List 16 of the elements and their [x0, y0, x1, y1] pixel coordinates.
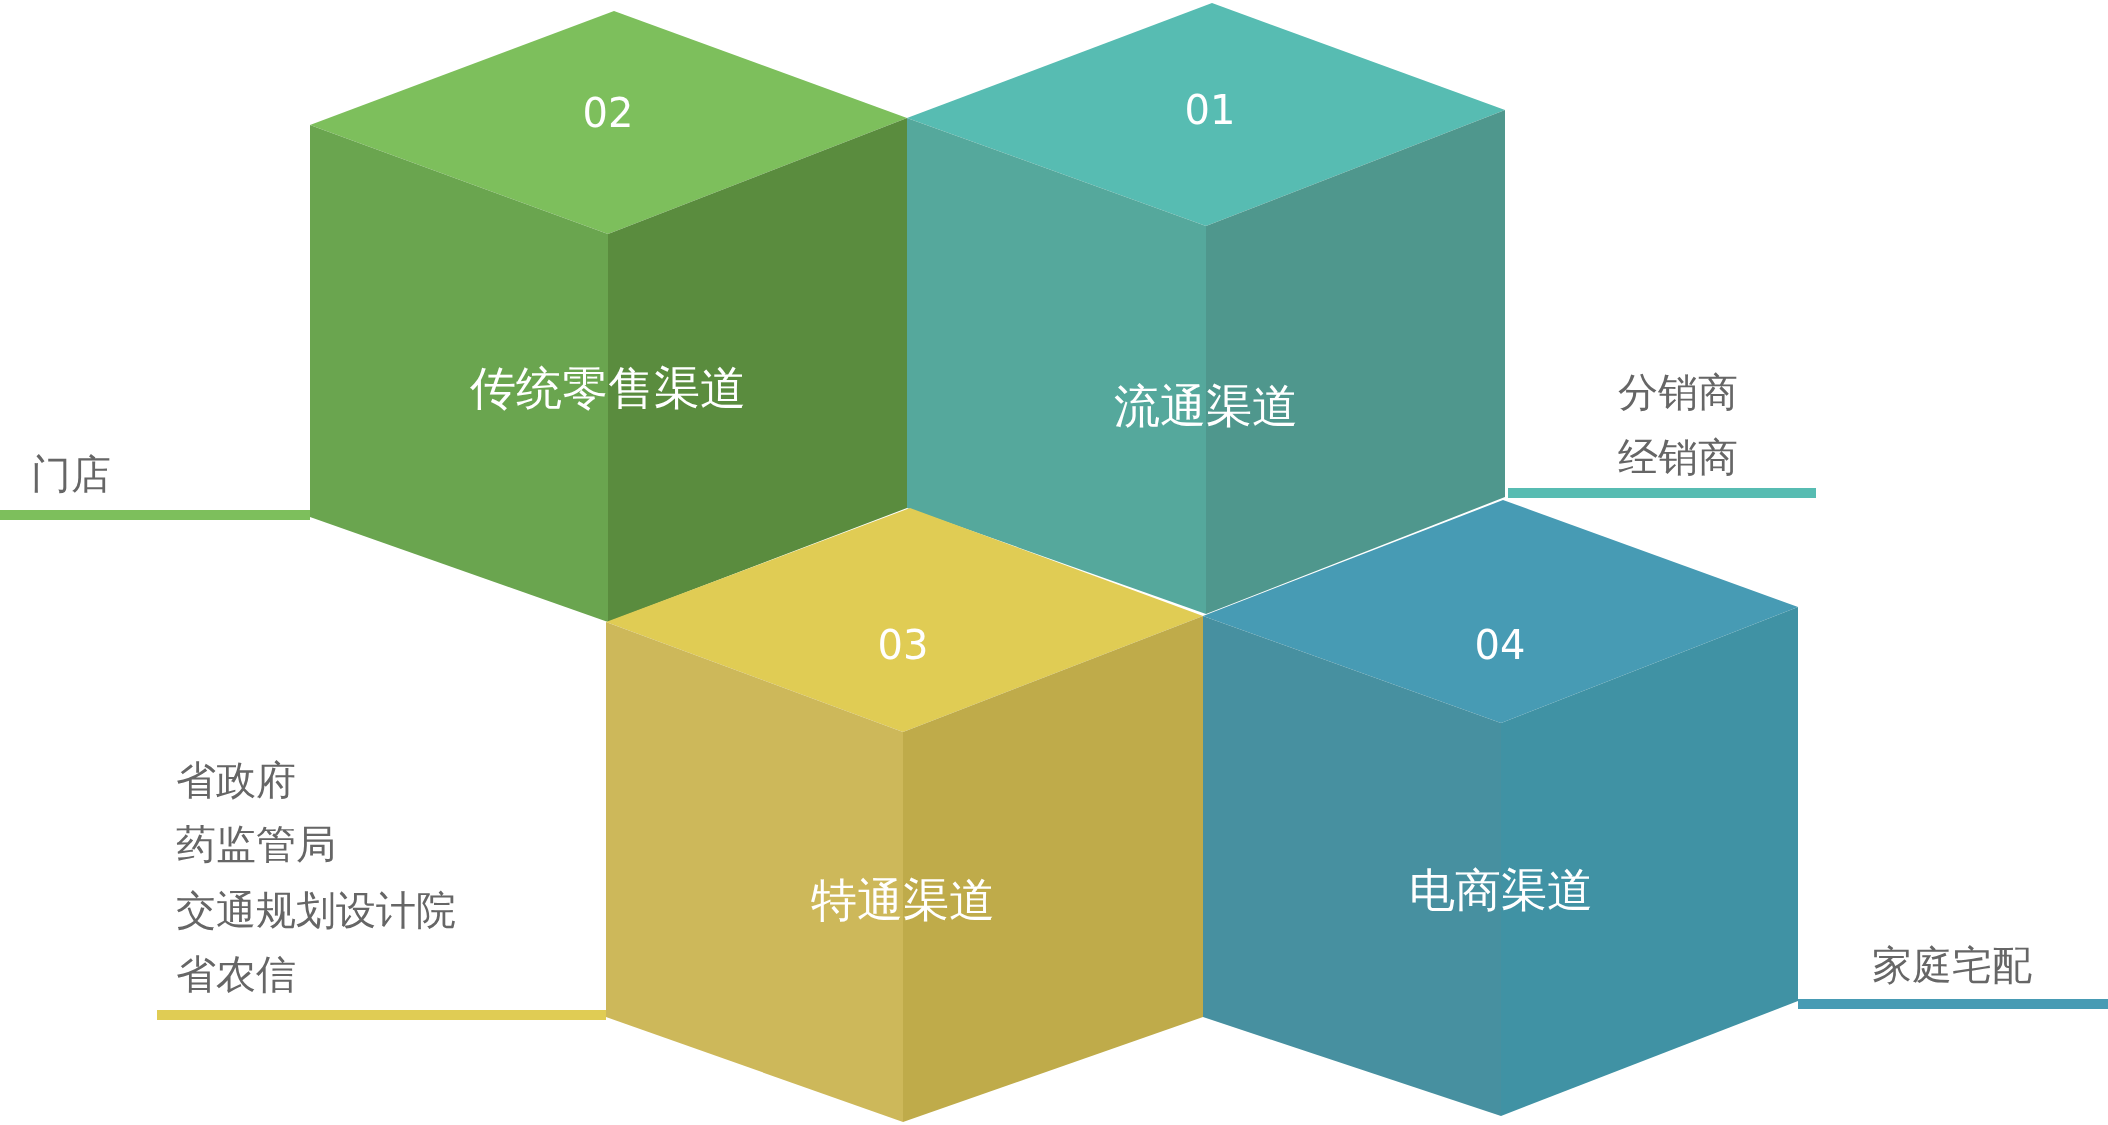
- channel-example: 药监管局: [176, 822, 336, 866]
- channel-example: 省农信: [176, 952, 296, 996]
- channel-example: 经销商: [1618, 435, 1738, 479]
- step-number: 02: [582, 91, 634, 135]
- channel-title: 特通渠道: [811, 874, 995, 926]
- channel-example: 门店: [31, 452, 111, 496]
- channel-example: 分销商: [1618, 370, 1738, 414]
- channel-title: 流通渠道: [1114, 380, 1298, 432]
- step-number: 01: [1184, 88, 1236, 132]
- channel-title: 电商渠道: [1409, 864, 1593, 916]
- channel-example: 交通规划设计院: [176, 888, 456, 932]
- channel-example: 家庭宅配: [1872, 943, 2032, 987]
- channel-title: 传统零售渠道: [470, 362, 746, 414]
- step-number: 04: [1474, 623, 1526, 667]
- step-number: 03: [877, 623, 929, 667]
- channel-example: 省政府: [176, 758, 296, 802]
